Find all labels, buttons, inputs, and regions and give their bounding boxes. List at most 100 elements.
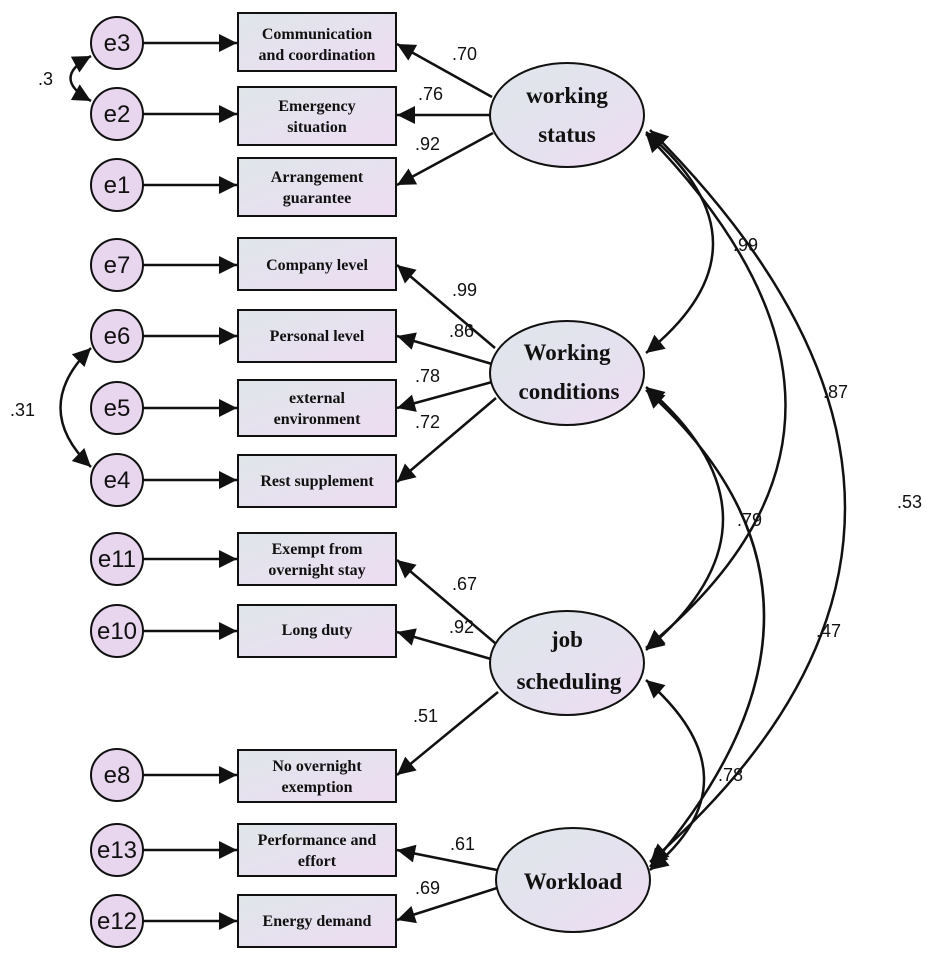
loading-coefficient: .67: [452, 574, 477, 594]
error-e2: e2: [90, 87, 144, 141]
loading-arrow: [396, 844, 498, 872]
error-e5: e5: [90, 381, 144, 435]
indicator-energy-demand: Energy demand: [237, 894, 397, 948]
error-label: e5: [104, 395, 131, 422]
error-label: e13: [97, 837, 137, 864]
edges-layer: [59, 34, 847, 930]
error-covariance-coefficient: .3: [38, 69, 53, 89]
indicator-performance-and-effort: Performance and effort: [237, 823, 397, 877]
loading-coefficient: .70: [452, 44, 477, 64]
error-label: e2: [104, 101, 131, 128]
indicator-label-line: No overnight: [272, 758, 362, 775]
latent-label-line: status: [538, 122, 596, 147]
error-e1: e1: [90, 158, 144, 212]
indicator-label-line: Arrangement: [271, 169, 364, 186]
indicator-label-line: Exempt from: [272, 541, 363, 558]
latent-label-line: job: [550, 627, 583, 652]
error-label: e10: [97, 618, 137, 645]
correlation-arrow: [649, 129, 847, 863]
loading-coefficient: .86: [449, 321, 474, 341]
correlation-arrow: [645, 131, 715, 354]
loading-coefficient: .72: [415, 412, 440, 432]
coefficients: .70 .76 .92 .99 .86 .78 .72 .67 .92 .51 …: [10, 44, 922, 898]
error-label: e4: [104, 467, 131, 494]
error-e8: e8: [90, 748, 144, 802]
indicator-no-overnight-exemption: No overnight exemption: [237, 749, 397, 803]
error-label: e11: [98, 546, 136, 573]
loading-coefficient: .78: [415, 366, 440, 386]
indicator-label-line: environment: [274, 411, 361, 428]
latent-job-scheduling: job scheduling: [489, 610, 645, 716]
correlation-arrow: [645, 679, 706, 871]
indicator-label-line: guarantee: [283, 190, 351, 207]
indicator-rest-supplement: Rest supplement: [237, 454, 397, 508]
loading-arrow: [396, 380, 493, 412]
error-label: e3: [104, 30, 131, 57]
latent-label-line: Workload: [524, 869, 623, 894]
loading-arrow: [396, 691, 499, 776]
indicator-emergency-situation: Emergency situation: [237, 86, 397, 146]
indicator-communication-and-coordination: Communication and coordination: [237, 12, 397, 72]
error-covariance-arrow: [69, 54, 92, 103]
indicator-company-level: Company level: [237, 237, 397, 291]
correlation-coefficient: .78: [718, 765, 743, 785]
loading-coefficient: .69: [415, 878, 440, 898]
loading-arrow: [396, 42, 493, 99]
error-label: e1: [104, 172, 131, 199]
loading-coefficient: .99: [452, 280, 477, 300]
latent-factors: working status Working conditions job sc…: [489, 62, 651, 933]
latent-label-line: conditions: [519, 379, 620, 404]
indicators: Communication and coordination Emergency…: [237, 12, 397, 948]
indicator-external-environment: external environment: [237, 379, 397, 437]
indicator-label-line: overnight stay: [268, 562, 365, 579]
indicator-label-line: Communication: [262, 26, 372, 43]
indicator-label-line: external: [289, 390, 346, 407]
loading-coefficient: .92: [415, 134, 440, 154]
indicator-label-line: Long duty: [282, 622, 353, 639]
loading-arrow: [396, 886, 498, 924]
error-e7: e7: [90, 238, 144, 292]
loading-coefficient: .51: [413, 706, 438, 726]
indicator-label-line: and coordination: [259, 47, 376, 64]
indicator-label-line: Personal level: [270, 328, 365, 345]
loading-arrow: [396, 332, 493, 366]
error-covariance-coefficient: .31: [10, 400, 35, 420]
error-e11: e11: [90, 532, 144, 586]
error-label: e8: [104, 762, 131, 789]
indicator-label-line: effort: [298, 853, 337, 870]
error-e10: e10: [90, 604, 144, 658]
correlation-arrow: [645, 386, 725, 651]
indicator-long-duty: Long duty: [237, 604, 397, 658]
error-e4: e4: [90, 453, 144, 507]
correlation-arrow: [645, 389, 766, 868]
error-terms: e3 e2 e1 e7 e6 e5 e4 e11 e10 e8 e13 e12: [90, 16, 144, 948]
correlation-coefficient: .53: [897, 492, 922, 512]
error-e6: e6: [90, 309, 144, 363]
latent-workload: Workload: [495, 827, 651, 933]
indicator-label-line: Company level: [266, 257, 368, 274]
error-e12: e12: [90, 894, 144, 948]
latent-working-conditions: Working conditions: [489, 320, 645, 426]
loading-arrow: [396, 264, 496, 349]
loading-arrow: [396, 559, 496, 644]
latent-label-line: working: [526, 83, 608, 108]
loading-coefficient: .76: [418, 84, 443, 104]
indicator-arrangement-guarantee: Arrangement guarantee: [237, 157, 397, 217]
correlation-arrow: [645, 133, 787, 649]
correlation-coefficient: .99: [733, 235, 758, 255]
error-e13: e13: [90, 823, 144, 877]
latent-working-status: working status: [489, 62, 645, 168]
indicator-label-line: Performance and: [258, 832, 377, 849]
error-e3: e3: [90, 16, 144, 70]
correlation-coefficient: .87: [823, 382, 848, 402]
error-label: e6: [104, 323, 131, 350]
indicator-label-line: Emergency: [278, 98, 355, 115]
correlation-coefficient: .47: [816, 621, 841, 641]
indicator-label-line: situation: [287, 119, 347, 136]
indicator-exempt-from-overnight-stay: Exempt from overnight stay: [237, 532, 397, 586]
loading-arrow: [396, 131, 494, 187]
loading-arrow: [396, 397, 497, 483]
latent-label-line: scheduling: [517, 669, 622, 694]
